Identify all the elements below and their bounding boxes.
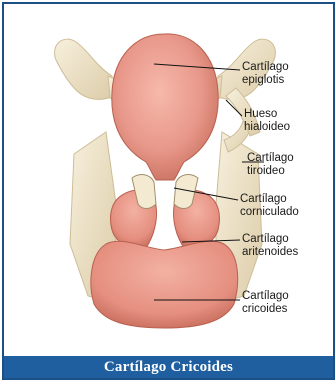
label-epiglottis: Cartílago epiglotis bbox=[242, 61, 289, 87]
label-cricoid: Cartílago cricoides bbox=[242, 290, 289, 316]
cricoid-cartilage bbox=[91, 241, 238, 328]
label-thyroid: Cartílago tiroideo bbox=[247, 152, 294, 178]
label-arytenoid: Cartílago aritenoides bbox=[242, 233, 298, 259]
caption-title: Cartílago Cricoides bbox=[104, 359, 233, 376]
caption-bar: Cartílago Cricoides bbox=[4, 356, 333, 378]
label-corniculate: Cartílago corniculado bbox=[240, 193, 299, 219]
label-hyoid: Hueso hialoideo bbox=[244, 108, 290, 134]
epiglottis-cartilage bbox=[112, 34, 218, 180]
hyoid-bone-left bbox=[55, 39, 114, 99]
